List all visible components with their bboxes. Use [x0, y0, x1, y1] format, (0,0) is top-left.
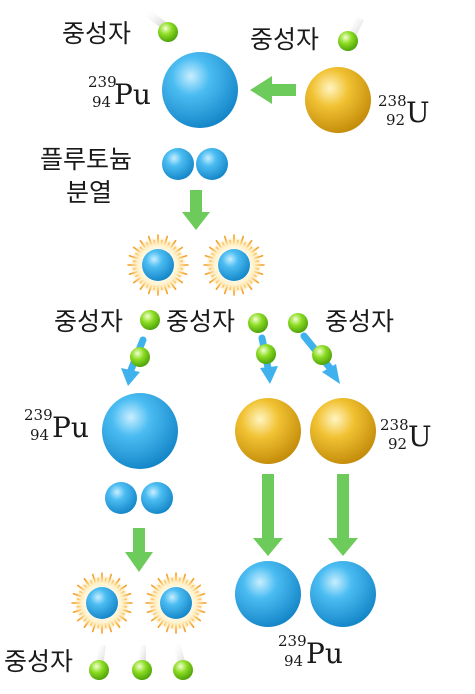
plutonium-nucleus-new [310, 561, 376, 627]
fission-fragment [196, 148, 228, 180]
conversion-arrow-down [328, 474, 358, 556]
fission-burst [203, 234, 265, 296]
pu-symbol: Pu [52, 411, 89, 444]
fission-product [160, 587, 192, 619]
neutron-label-mid-2: 중성자 [166, 307, 235, 336]
fission-burst [127, 234, 189, 296]
pu-atomic-number: 94 [92, 93, 111, 111]
fission-arrow-down [125, 528, 153, 572]
isotope-label-u238-mid: 238 92 U [380, 416, 432, 453]
u-atomic-number: 92 [388, 435, 407, 453]
neutron-label-mid-3: 중성자 [325, 307, 394, 336]
pu-atomic-number: 94 [284, 652, 303, 670]
fission-label-line1: 플루토늄 [40, 145, 132, 174]
uranium-nucleus [305, 67, 371, 133]
neutron-particle [158, 22, 178, 42]
plutonium-nucleus-new [235, 561, 301, 627]
isotope-label-u238-top: 238 92 U [378, 92, 430, 129]
neutron-path-to-u-1 [256, 334, 278, 384]
fission-fragment [162, 148, 194, 180]
u-symbol: U [406, 96, 430, 129]
fission-arrow-down [182, 190, 210, 230]
fission-product [86, 587, 118, 619]
pu-mass-number: 239 [24, 406, 53, 424]
neutron-label-top-right: 중성자 [250, 25, 319, 54]
neutron-particle [173, 660, 193, 680]
fission-product [218, 249, 250, 281]
neutron-particle [338, 31, 358, 51]
neutron-particle [288, 313, 308, 333]
pu-symbol: Pu [114, 78, 151, 111]
u-symbol: U [408, 420, 432, 453]
u-mass-number: 238 [378, 92, 407, 110]
neutron-label-mid-1: 중성자 [54, 307, 123, 336]
neutron-particle [89, 660, 109, 680]
blue-arrow-head [322, 364, 340, 384]
isotope-label-pu239-bottom: 239 94 Pu [278, 632, 343, 670]
splitting-nucleus-top [162, 148, 228, 180]
neutron-label-top-left: 중성자 [62, 19, 131, 48]
u-atomic-number: 92 [386, 111, 405, 129]
fission-burst [71, 572, 133, 634]
fission-burst [145, 572, 207, 634]
released-neutron [89, 645, 109, 680]
blue-arrow-head [121, 368, 140, 386]
pu-atomic-number: 94 [30, 426, 49, 444]
pu-symbol: Pu [306, 637, 343, 670]
neutron-particle [312, 345, 332, 365]
splitting-nucleus-bottom [105, 482, 173, 514]
plutonium-nucleus [102, 393, 178, 469]
conversion-arrow-down [253, 474, 283, 556]
released-neutron [132, 645, 152, 680]
fission-label-line2: 분열 [66, 178, 112, 207]
isotope-label-pu239-mid: 239 94 Pu [24, 406, 89, 444]
released-neutron [173, 643, 193, 680]
pu-mass-number: 239 [88, 73, 117, 91]
fission-fragment [105, 482, 137, 514]
neutron-path-to-u-2 [300, 332, 340, 384]
fission-product [142, 249, 174, 281]
u-mass-number: 238 [380, 416, 409, 434]
neutron-particle [256, 344, 276, 364]
blue-arrow-head [260, 366, 278, 384]
plutonium-nucleus [162, 52, 238, 128]
isotope-label-pu239-top: 239 94 Pu [88, 73, 151, 111]
fission-fragment [141, 482, 173, 514]
neutron-motion-trail [349, 17, 364, 36]
neutron-label-bottom: 중성자 [4, 647, 73, 676]
neutron-particle [140, 310, 160, 330]
conversion-arrow-left [250, 76, 296, 104]
neutron-path-to-pu [121, 336, 150, 386]
neutron-particle [130, 347, 150, 367]
neutron-particle [132, 660, 152, 680]
neutron-particle [248, 313, 268, 333]
pu-mass-number: 239 [278, 632, 307, 650]
uranium-nucleus [235, 398, 301, 464]
uranium-nucleus [310, 398, 376, 464]
neutron-motion-trail [145, 10, 166, 28]
